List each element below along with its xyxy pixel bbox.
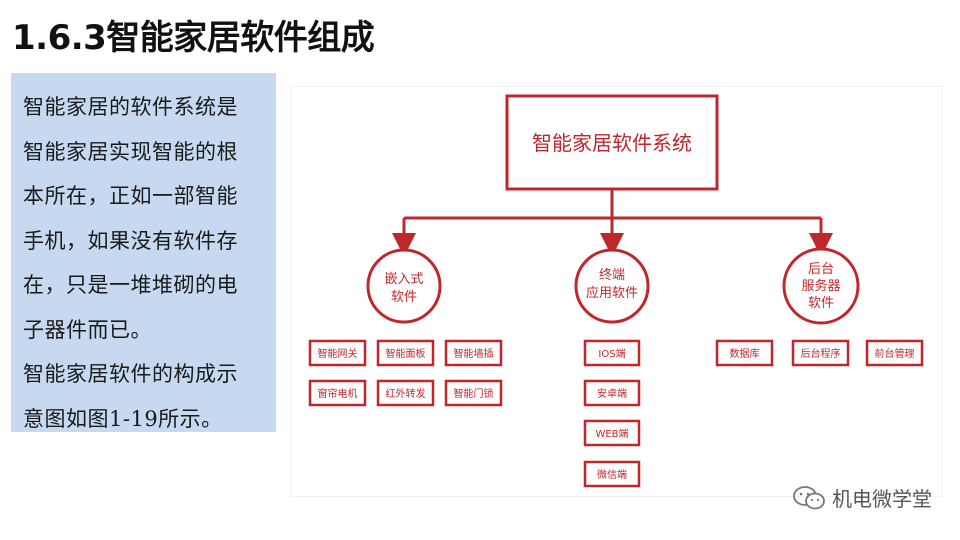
- intro-line: 智能家居软件的构成示: [23, 362, 238, 386]
- intro-line: 子器件而已。: [23, 317, 152, 342]
- leaf-label: 数据库: [730, 347, 760, 360]
- branch-label-line: 后台: [808, 262, 834, 277]
- branch-backend: 后台 服务器 软件: [782, 247, 860, 325]
- branch-circle: [366, 248, 442, 324]
- watermark: 机电微学堂: [792, 483, 932, 512]
- branch-label-line: 嵌入式: [384, 272, 423, 287]
- diagram-canvas: 智能家居软件系统 嵌入式 软件 终端 应用软件 后台 服务器 软件: [308, 94, 924, 488]
- intro-line: 智能家居的软件系统是: [23, 95, 238, 119]
- leaf-label: 红外转发: [386, 387, 426, 400]
- leaf-labels: 智能网关 智能面板 智能墙插 窗帘电机 红外转发 智能门锁 IOS端 安卓端 W…: [318, 347, 915, 481]
- branch-label-line: 软件: [391, 290, 417, 305]
- tree-connectors: [392, 189, 833, 257]
- branch-label-line: 终端: [599, 267, 625, 283]
- intro-line: 本所在，正如一部智能: [23, 184, 238, 208]
- intro-text-box: 智能家居的软件系统是 智能家居实现智能的根 本所在，正如一部智能 手机，如果没有…: [11, 73, 276, 432]
- watermark-text: 机电微学堂: [832, 487, 932, 511]
- branch-circle: [574, 248, 650, 324]
- wechat-icon: [793, 485, 825, 509]
- page-title: 1.6.3智能家居软件组成: [12, 18, 375, 58]
- leaf-label: WEB端: [595, 427, 628, 440]
- leaf-label: 微信端: [597, 468, 627, 481]
- intro-line: 智能家居实现智能的根: [23, 139, 238, 164]
- leaf-label: IOS端: [598, 347, 625, 360]
- leaf-label: 窗帘电机: [318, 387, 358, 400]
- leaf-label: 前台管理: [875, 347, 915, 360]
- leaf-label: 智能门锁: [454, 387, 494, 400]
- intro-line: 意图如图1-19所示。: [23, 406, 223, 431]
- intro-line: 手机，如果没有软件存: [23, 228, 238, 253]
- leaf-label: 智能网关: [318, 347, 358, 360]
- software-structure-diagram: 智能家居软件系统 嵌入式 软件 终端 应用软件 后台 服务器 软件: [291, 87, 942, 496]
- leaf-label: 智能墙插: [454, 347, 494, 360]
- branch-label-line: 应用软件: [586, 285, 638, 301]
- branch-circle: [782, 247, 860, 325]
- leaf-boxes: [308, 339, 924, 488]
- branch-embedded: 嵌入式 软件: [366, 248, 442, 324]
- branch-label-line: 软件: [808, 296, 834, 311]
- leaf-label: 安卓端: [597, 387, 627, 400]
- leaf-label: 后台程序: [801, 347, 841, 360]
- root-node-label: 智能家居软件系统: [532, 131, 692, 155]
- root-node-box: [505, 94, 719, 191]
- branch-label-line: 服务器: [801, 278, 840, 294]
- leaf-label: 智能面板: [386, 347, 426, 360]
- intro-line: 在，只是一堆堆砌的电: [23, 273, 238, 297]
- branch-terminal: 终端 应用软件: [574, 248, 650, 324]
